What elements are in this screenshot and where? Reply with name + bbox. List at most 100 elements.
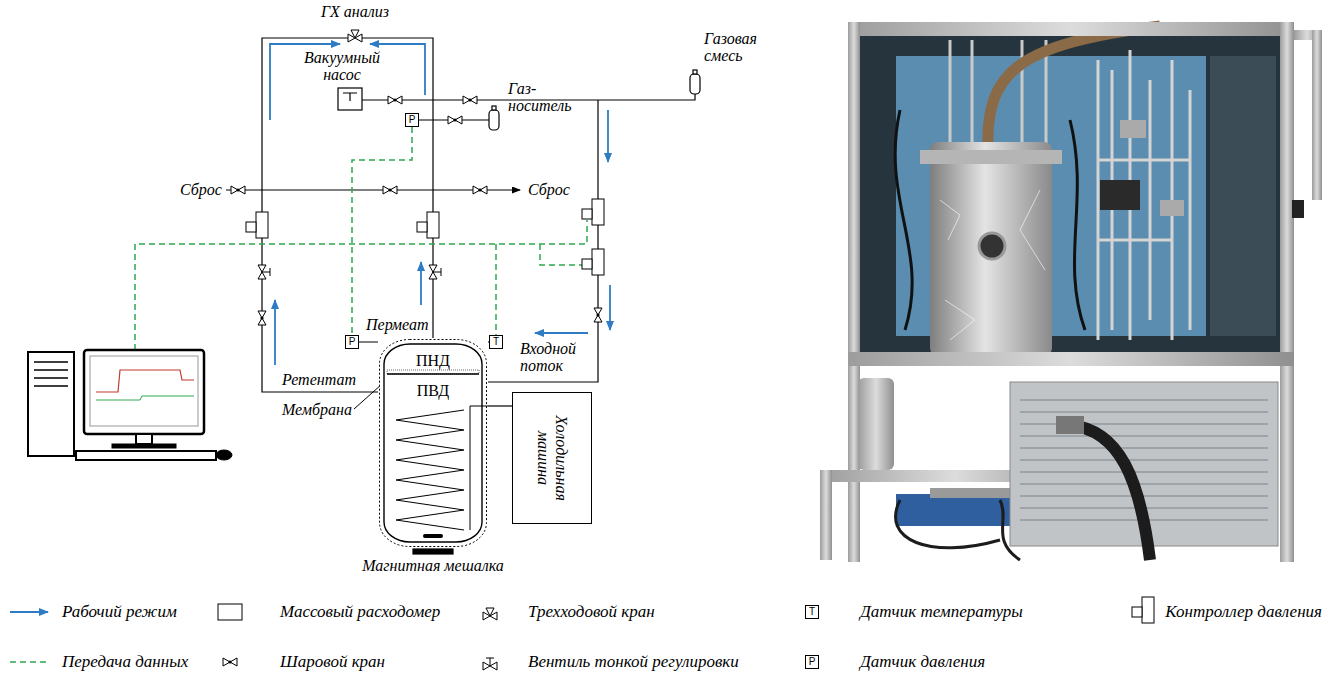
cooling-coil xyxy=(396,406,488,530)
pressure-controller xyxy=(417,212,439,238)
flange xyxy=(920,150,1062,164)
frame-bar xyxy=(848,22,1294,36)
part-label: Вакуумный насос xyxy=(292,49,392,83)
vacuum-pump xyxy=(338,88,362,110)
pressure-controller xyxy=(246,212,268,238)
part-label: Газовая смесь xyxy=(704,30,778,64)
ball-valve xyxy=(258,311,266,325)
part-label: Пермеат xyxy=(366,316,429,333)
connector xyxy=(488,405,512,406)
ball-valve xyxy=(594,308,602,322)
zone-label: ПНД xyxy=(378,352,488,369)
sensor-box: T xyxy=(489,335,503,349)
foil-creases xyxy=(940,190,1045,340)
sensor-box: T xyxy=(805,605,819,619)
vessel-outline xyxy=(378,338,488,548)
flow-arrows xyxy=(270,44,610,365)
fitting xyxy=(1120,120,1146,138)
data-line xyxy=(540,244,582,265)
part-label: Мембрана xyxy=(282,401,352,418)
frame-post xyxy=(1312,30,1322,200)
legend-text: Датчик температуры xyxy=(860,602,1023,622)
feed-line xyxy=(597,100,598,199)
sensor-letter: T xyxy=(493,336,499,348)
chiller-box: Холодильная машина xyxy=(512,392,592,524)
data-line xyxy=(135,220,587,350)
legend-text: Массовый расходомер xyxy=(280,602,440,622)
ball-valve xyxy=(383,186,397,194)
cylinder-neck xyxy=(693,70,697,74)
flow-arrow xyxy=(420,262,422,305)
legend-text: Рабочий режим xyxy=(62,602,177,622)
sensor-letter: T xyxy=(809,606,815,618)
part-label: ГХ анализ xyxy=(315,3,395,20)
legend-three-way-valve xyxy=(483,608,497,620)
sensor-tap xyxy=(359,342,378,343)
gas-cylinder xyxy=(489,110,499,130)
sensor-letter: P xyxy=(809,656,816,668)
membrane xyxy=(387,373,479,375)
permeate-line xyxy=(432,238,433,338)
vessel-wall xyxy=(384,344,482,542)
ball-valve xyxy=(473,186,487,194)
sensor-letter: P xyxy=(349,336,356,348)
analysis-loop xyxy=(262,38,433,212)
keyboard xyxy=(76,451,216,460)
sensor-box: P xyxy=(345,335,359,349)
monitor xyxy=(84,350,204,434)
part-label: Входной поток xyxy=(520,340,592,374)
data-line xyxy=(495,244,497,335)
legend-pressure-controller xyxy=(1132,597,1154,623)
part-label: Сброс xyxy=(180,181,222,198)
flow-arrow xyxy=(274,300,276,365)
cylinder-neck xyxy=(492,106,496,110)
screen-chart xyxy=(96,396,194,400)
zone-label: ПВД xyxy=(378,382,488,399)
part-label: Газ-носитель xyxy=(508,80,574,114)
latch xyxy=(1292,200,1304,218)
three-way-valve xyxy=(348,30,362,42)
node-text: Холодильная машина xyxy=(534,398,570,518)
ball-valve xyxy=(388,96,402,104)
membrane-cell: ПНД ПВД xyxy=(378,338,488,548)
view-port xyxy=(979,233,1005,259)
cables xyxy=(896,500,1020,560)
pressure-controller xyxy=(582,249,604,275)
ball-valve xyxy=(463,96,477,104)
black-block xyxy=(1100,180,1140,210)
legend-text: Датчик давления xyxy=(860,652,985,672)
cabinet-interior xyxy=(860,36,1280,352)
sensor-box: P xyxy=(805,655,819,669)
legend-text: Передача данных xyxy=(62,652,188,672)
data-line xyxy=(352,127,412,335)
screen xyxy=(90,356,198,426)
part-label: Магнитная мешалка xyxy=(358,557,508,574)
small-cylinder xyxy=(858,378,894,470)
stirrer-plate xyxy=(413,549,453,554)
flow-arrow xyxy=(535,332,588,334)
screen-chart xyxy=(96,370,194,392)
setup-photo xyxy=(820,22,1322,562)
pc-tower xyxy=(28,352,74,456)
frame-bar xyxy=(848,352,1294,366)
needle-valve xyxy=(258,265,270,279)
computer-icon xyxy=(28,350,232,460)
pump-symbol xyxy=(343,93,357,101)
insulated-vessel xyxy=(930,142,1052,356)
legend-text: Вентиль тонкой регулировки xyxy=(528,652,739,672)
sensor-letter: P xyxy=(409,114,416,126)
retentate-line xyxy=(262,238,378,392)
legend-text: Трехходовой кран xyxy=(528,602,655,622)
sensor-box: P xyxy=(405,113,419,127)
tower-slots xyxy=(34,362,68,386)
monitor-stand xyxy=(136,434,152,444)
part-label: Сброс xyxy=(528,181,570,198)
part-label: Ретентат xyxy=(282,371,356,388)
legend-text: Контроллер давления xyxy=(1165,602,1322,622)
monitor-base xyxy=(112,444,176,448)
ball-valve xyxy=(231,186,245,194)
ball-valve xyxy=(448,116,462,124)
pressure-controller xyxy=(582,199,604,225)
membrane-layer xyxy=(387,370,479,374)
